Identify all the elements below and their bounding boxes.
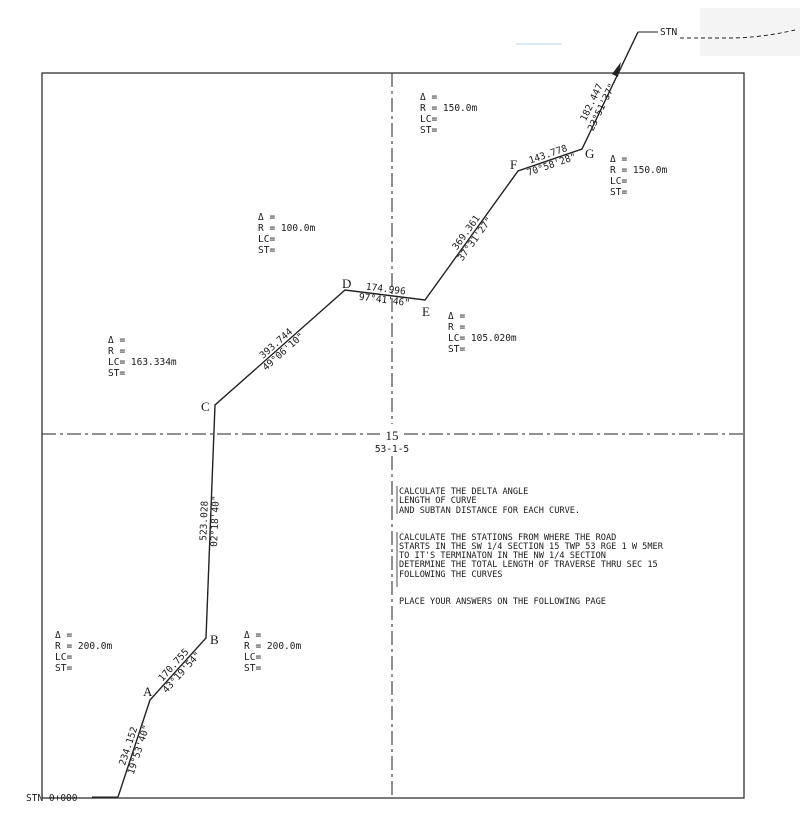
leg-bearing: 02°18'40" xyxy=(209,495,222,547)
traverse-line xyxy=(117,31,639,798)
instructions-block: CALCULATE THE DELTA ANGLE LENGTH OF CURV… xyxy=(396,486,664,607)
curve-data-d: Δ = R = 100.0m LC= ST= xyxy=(258,212,315,256)
curve-subtangent: ST= xyxy=(258,245,275,256)
curve-data-b: Δ = R = 200.0m LC= ST= xyxy=(244,630,301,674)
instruction-line: PLACE YOUR ANSWERS ON THE FOLLOWING PAGE xyxy=(399,597,606,607)
leg-distance: 174.996 xyxy=(365,282,406,298)
curve-radius: R = 150.0m xyxy=(610,165,667,176)
curve-long-chord: LC= xyxy=(610,176,627,187)
curve-delta: Δ = xyxy=(55,630,72,641)
curve-delta: Δ = xyxy=(448,311,465,322)
curve-subtangent: ST= xyxy=(108,368,125,379)
curve-data-c: Δ = R = LC= 163.334m ST= xyxy=(108,335,177,379)
instruction-line: CALCULATE THE STATIONS FROM WHERE THE RO… xyxy=(399,533,616,543)
curve-long-chord: LC= xyxy=(258,234,275,245)
curve-radius: R = 150.0m xyxy=(420,103,477,114)
curve-long-chord: LC= 163.334m xyxy=(108,357,177,368)
point-a: A xyxy=(143,684,153,699)
start-station: STN 0+000 xyxy=(26,793,78,804)
section-code: 53-1-5 xyxy=(375,444,409,455)
scan-shade xyxy=(700,8,800,56)
point-g: G xyxy=(585,146,594,161)
section-number: 15 xyxy=(386,428,399,443)
curve-long-chord: LC= xyxy=(244,652,261,663)
curve-subtangent: ST= xyxy=(55,663,72,674)
leg-a-b: 170.755 43°19'54" xyxy=(156,647,203,696)
curve-data-f: Δ = R = 150.0m LC= ST= xyxy=(420,92,477,136)
curve-subtangent: ST= xyxy=(420,125,437,136)
leg-start-a: 234.152 19°53'40" xyxy=(117,724,152,776)
curve-long-chord: LC= 105.020m xyxy=(448,333,517,344)
road-continuation xyxy=(680,29,796,39)
section-boundary xyxy=(41,72,745,799)
curve-data-a: Δ = R = 200.0m LC= ST= xyxy=(55,630,112,674)
instruction-line: STARTS IN THE SW 1/4 SECTION 15 TWP 53 R… xyxy=(399,542,664,552)
leg-d-e: 174.996 97°41'46" xyxy=(358,282,410,310)
leg-distance: 523.028 xyxy=(198,500,211,541)
curve-delta: Δ = xyxy=(108,335,125,346)
curve-radius: R = 200.0m xyxy=(244,641,301,652)
leg-e-f: 369.361 37°31'27" xyxy=(450,213,495,263)
curve-radius: R = 100.0m xyxy=(258,223,315,234)
curve-data-e: Δ = R = LC= 105.020m ST= xyxy=(448,311,517,355)
instruction-line: TO IT'S TERMINATON IN THE NW 1/4 SECTION xyxy=(399,551,606,561)
curve-delta: Δ = xyxy=(258,212,275,223)
instruction-line: CALCULATE THE DELTA ANGLE xyxy=(399,487,528,497)
curve-delta: Δ = xyxy=(244,630,261,641)
leg-b-c: 523.028 02°18'40" xyxy=(198,495,222,547)
curve-long-chord: LC= xyxy=(420,114,437,125)
point-e: E xyxy=(422,304,430,319)
curve-subtangent: ST= xyxy=(448,344,465,355)
curve-long-chord: LC= xyxy=(55,652,72,663)
point-b: B xyxy=(210,632,219,647)
curve-subtangent: ST= xyxy=(244,663,261,674)
end-arrow-icon xyxy=(612,62,621,77)
point-f: F xyxy=(510,157,517,172)
instruction-line: FOLLOWING THE CURVES xyxy=(399,570,502,580)
instruction-line: DETERMINE THE TOTAL LENGTH OF TRAVERSE T… xyxy=(399,560,658,570)
instruction-line: AND SUBTAN DISTANCE FOR EACH CURVE. xyxy=(399,506,580,516)
instruction-line: LENGTH OF CURVE xyxy=(399,496,477,506)
curve-subtangent: ST= xyxy=(610,187,627,198)
end-station: STN xyxy=(660,27,677,38)
leg-c-d: 393.744 49°06'10" xyxy=(258,326,307,373)
point-c: C xyxy=(201,399,210,414)
curve-delta: Δ = xyxy=(610,154,627,165)
curve-radius: R = 200.0m xyxy=(55,641,112,652)
curve-radius: R = xyxy=(448,322,465,333)
curve-radius: R = xyxy=(108,346,125,357)
curve-delta: Δ = xyxy=(420,92,437,103)
leg-g-end: 182.447 23°51'37" xyxy=(578,82,618,133)
leg-f-g: 143.778 70°58'28" xyxy=(526,143,578,179)
curve-data-g: Δ = R = 150.0m LC= ST= xyxy=(610,154,667,198)
point-d: D xyxy=(342,276,351,291)
